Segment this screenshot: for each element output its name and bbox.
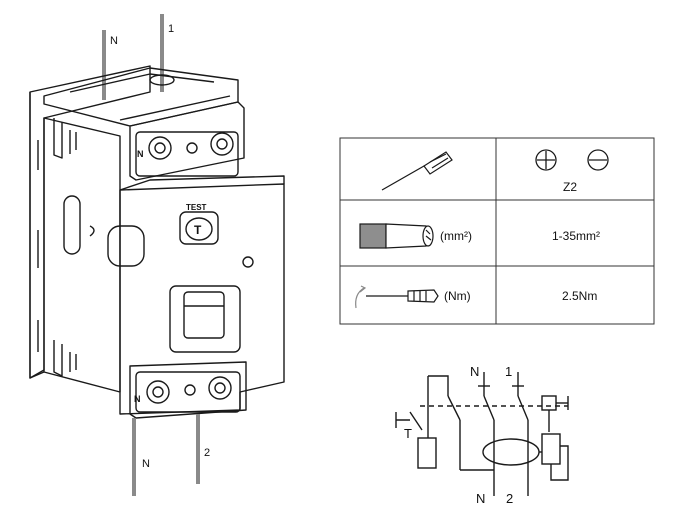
spec-table: [339, 137, 655, 325]
schematic-test-label: T: [404, 426, 412, 441]
bottom-wire-label-n: N: [142, 458, 150, 470]
torque-value: 2.5Nm: [562, 289, 597, 303]
torque-unit-label: (Nm): [444, 289, 471, 303]
test-button-glyph: T: [194, 223, 202, 237]
test-resistor: [417, 437, 437, 469]
indicator-mark: [242, 256, 254, 268]
schematic-top-label-1: 1: [505, 364, 512, 379]
top-wire-label-n: N: [110, 35, 118, 47]
schematic-top-label-n: N: [470, 364, 479, 379]
wiring-schematic: [395, 372, 569, 496]
phillips-head-icon: [535, 149, 557, 171]
cable-icon: [359, 223, 434, 249]
schematic-bottom-label-2: 2: [506, 491, 513, 506]
lower-terminal-mark-n: N: [134, 394, 141, 404]
toggle-lever: [183, 291, 225, 339]
lower-terminal-screw-n: [146, 380, 170, 404]
lower-terminal-screw-2: [208, 376, 232, 400]
screwdriver-icon: [381, 151, 453, 191]
trip-coil: [541, 433, 561, 465]
cable-size-value: 1-35mm²: [552, 229, 600, 243]
cable-unit-label: (mm²): [440, 229, 472, 243]
test-button-label: TEST: [186, 203, 207, 212]
lower-terminal-block: [129, 361, 247, 419]
test-button: [179, 211, 219, 245]
upper-terminal-mark-n: N: [137, 149, 144, 159]
upper-terminal-screw-1: [210, 132, 234, 156]
bottom-wire-label-2: 2: [204, 447, 210, 459]
rcbo-device-illustration: [29, 14, 285, 496]
upper-terminal-screw-n: [148, 136, 172, 160]
toggle-lever-housing: [169, 285, 241, 353]
device-rear-body: [29, 65, 151, 379]
upper-terminal-block: [129, 101, 245, 181]
current-transformer-toroid: [482, 438, 540, 466]
top-wire-label-1: 1: [168, 23, 174, 35]
torque-screwdriver-icon: [355, 285, 439, 309]
slotted-head-icon: [587, 149, 609, 171]
trip-relay: [541, 395, 557, 411]
schematic-bottom-label-n: N: [476, 491, 485, 506]
screwdriver-type-value: Z2: [563, 180, 577, 194]
